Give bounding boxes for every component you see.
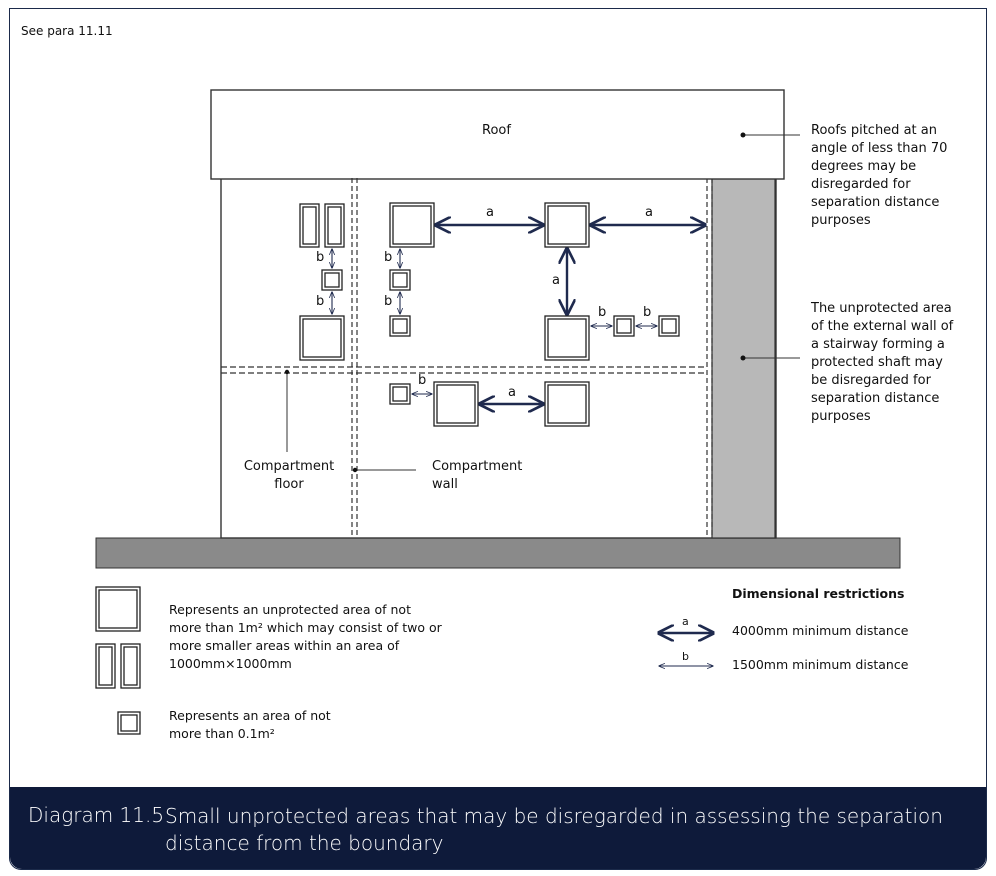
compartment-floor-label: Compartment floor: [243, 459, 335, 492]
legend-large-area-text: Represents an unprotected area of not mo…: [169, 602, 442, 671]
window-small-lower-inner: [392, 386, 408, 402]
legend-a-text: 4000mm minimum distance: [732, 623, 909, 638]
window-large-lower-2-inner: [547, 384, 587, 424]
legend-small-area-text: Represents an area of not more than 0.1m…: [169, 708, 331, 741]
dim-label-a-vertical: a: [552, 273, 560, 288]
dim-label-a-top-1: a: [486, 205, 494, 220]
window-small-right-1-inner: [616, 318, 632, 334]
dim-label-a-lower: a: [508, 385, 516, 400]
window-large-lower-1-inner: [436, 384, 476, 424]
legend-a-label: a: [682, 615, 689, 628]
stair-leader-dot: [740, 355, 746, 361]
window-small-right-2-inner: [661, 318, 677, 334]
window-tall-left-b-inner: [327, 206, 342, 245]
legend-small-box-inner: [120, 714, 138, 732]
legend-tall-box-a-inner: [98, 646, 113, 686]
window-tall-left-a-inner: [302, 206, 317, 245]
dim-label-b-col-1: b: [384, 250, 393, 265]
window-small-left-inner: [324, 272, 340, 288]
floor-leader-dot: [284, 369, 290, 375]
window-small-col-1-inner: [392, 272, 408, 288]
wall-leader-dot: [352, 467, 358, 473]
window-small-col-2-inner: [392, 318, 408, 334]
roof-note: Roofs pitched at an angle of less than 7…: [811, 123, 948, 228]
window-large-left-inner: [302, 318, 342, 358]
window-large-top-1-inner: [392, 205, 432, 245]
dimensional-restrictions-title: Dimensional restrictions: [732, 586, 905, 601]
caption-bar: Diagram 11.5 Small unprotected areas tha…: [10, 787, 986, 869]
dim-label-a-top-2: a: [645, 205, 653, 220]
ground: [95, 537, 901, 569]
dim-label-b-left-2: b: [316, 294, 325, 309]
legend-b-label: b: [682, 650, 689, 663]
roof-label: Roof: [482, 123, 511, 138]
compartment-wall-label: Compartment wall: [432, 459, 523, 492]
dim-label-b-lower: b: [418, 373, 427, 388]
legend-b-text: 1500mm minimum distance: [732, 657, 909, 672]
dim-label-b-left-1: b: [316, 250, 325, 265]
roof-leader-dot: [740, 132, 746, 138]
caption-number: Diagram 11.5: [28, 803, 165, 827]
window-large-mid-inner: [547, 318, 587, 358]
dim-label-b-col-2: b: [384, 294, 393, 309]
dim-label-b-right-1: b: [598, 305, 607, 320]
caption-text: Small unprotected areas that may be disr…: [165, 804, 943, 855]
stairway-note: The unprotected area of the external wal…: [811, 301, 954, 424]
window-large-top-2-inner: [547, 205, 587, 245]
dim-label-b-right-2: b: [643, 305, 652, 320]
see-para-reference: See para 11.11: [21, 24, 113, 38]
legend-large-box-inner: [98, 589, 138, 629]
legend-tall-box-b-inner: [123, 646, 138, 686]
